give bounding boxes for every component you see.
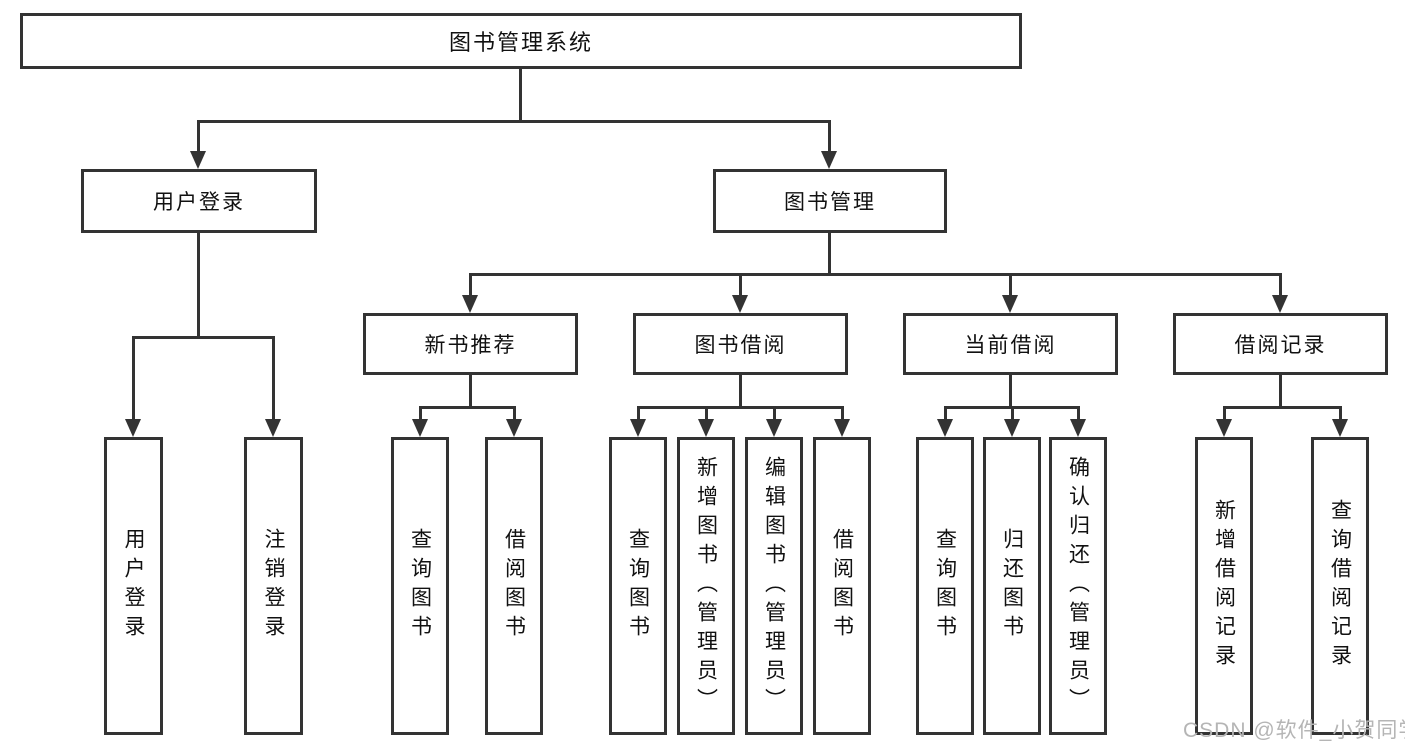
node-current-borrow: 当前借阅 (903, 313, 1118, 375)
node-bb-edit-book-label: 编辑图书（管理员） (762, 455, 786, 717)
node-bb-borrow-book-label: 借阅图书 (830, 528, 854, 644)
node-root: 图书管理系统 (20, 13, 1022, 69)
connector-to-bb-borrow (841, 406, 844, 421)
arrow-to-logout (265, 419, 281, 437)
connector-borrow-records-branch (1223, 406, 1342, 409)
node-nbr-borrow-book-label: 借阅图书 (502, 528, 526, 644)
node-br-add-record: 新增借阅记录 (1195, 437, 1253, 735)
node-cb-confirm-return: 确认归还（管理员） (1049, 437, 1107, 735)
arrow-to-nbr-query (412, 419, 428, 437)
node-bb-query-book-label: 查询图书 (626, 528, 650, 644)
connector-to-bb-query (637, 406, 640, 421)
node-bb-add-book: 新增图书（管理员） (677, 437, 735, 735)
node-cb-return-book: 归还图书 (983, 437, 1041, 735)
node-new-book-rec-label: 新书推荐 (424, 334, 517, 357)
arrow-to-br-query (1332, 419, 1348, 437)
arrow-to-bb-query (630, 419, 646, 437)
connector-to-cb-query (944, 406, 947, 421)
connector-to-book-mgmt (828, 120, 831, 152)
arrow-to-nbr-borrow (506, 419, 522, 437)
arrow-to-book-mgmt (821, 151, 837, 169)
connector-to-borrow-records (1279, 273, 1282, 297)
node-root-label: 图书管理系统 (448, 30, 593, 55)
arrow-to-book-borrow (732, 295, 748, 313)
arrow-to-login (125, 419, 141, 437)
connector-to-user-login (197, 120, 200, 152)
arrow-to-borrow-records (1272, 295, 1288, 313)
node-logout-label: 注销登录 (262, 528, 285, 644)
connector-root-branch (197, 120, 831, 123)
connector-to-bb-add (705, 406, 708, 421)
arrow-to-cb-confirm (1070, 419, 1086, 437)
node-borrow-records-label: 借阅记录 (1234, 334, 1327, 357)
arrow-to-user-login (190, 151, 206, 169)
connector-to-new-book-rec (469, 273, 472, 297)
connector-to-current-borrow (1009, 273, 1012, 297)
node-nbr-query-book-label: 查询图书 (408, 528, 432, 644)
connector-new-book-rec-stem (469, 375, 472, 406)
node-user-login: 用户登录 (81, 169, 317, 233)
node-book-borrow: 图书借阅 (633, 313, 848, 375)
connector-to-login (132, 336, 135, 420)
arrow-to-bb-borrow (834, 419, 850, 437)
connector-user-login-branch (132, 336, 275, 339)
csdn-watermark: CSDN @软件_小贺同学 (1183, 719, 1405, 742)
arrow-to-cb-return (1004, 419, 1020, 437)
connector-new-book-rec-branch (419, 406, 516, 409)
connector-to-br-add (1223, 406, 1226, 421)
node-bb-edit-book: 编辑图书（管理员） (745, 437, 803, 735)
connector-root-stem (519, 69, 522, 120)
node-cb-query-book-label: 查询图书 (933, 528, 957, 644)
arrow-to-current-borrow (1002, 295, 1018, 313)
node-user-login-label: 用户登录 (153, 191, 245, 214)
node-book-borrow-label: 图书借阅 (694, 334, 787, 357)
connector-to-nbr-borrow (513, 406, 516, 421)
connector-user-login-stem (197, 233, 200, 336)
connector-book-borrow-stem (739, 375, 742, 406)
node-nbr-query-book: 查询图书 (391, 437, 449, 735)
node-book-mgmt: 图书管理 (713, 169, 947, 233)
connector-to-bb-edit (773, 406, 776, 421)
node-login: 用户登录 (104, 437, 163, 735)
node-bb-add-book-label: 新增图书（管理员） (694, 455, 718, 717)
arrow-to-bb-add (698, 419, 714, 437)
node-br-query-record: 查询借阅记录 (1311, 437, 1369, 735)
connector-to-cb-confirm (1077, 406, 1080, 421)
node-br-query-record-label: 查询借阅记录 (1328, 499, 1352, 673)
arrow-to-br-add (1216, 419, 1232, 437)
connector-book-mgmt-branch (469, 273, 1282, 276)
connector-to-br-query (1339, 406, 1342, 421)
connector-to-nbr-query (419, 406, 422, 421)
connector-to-book-borrow (739, 273, 742, 297)
node-logout: 注销登录 (244, 437, 303, 735)
connector-current-borrow-stem (1009, 375, 1012, 406)
node-cb-query-book: 查询图书 (916, 437, 974, 735)
connector-borrow-records-stem (1279, 375, 1282, 406)
node-bb-query-book: 查询图书 (609, 437, 667, 735)
node-nbr-borrow-book: 借阅图书 (485, 437, 543, 735)
node-bb-borrow-book: 借阅图书 (813, 437, 871, 735)
node-login-label: 用户登录 (122, 528, 145, 644)
node-borrow-records: 借阅记录 (1173, 313, 1388, 375)
node-book-mgmt-label: 图书管理 (784, 191, 876, 214)
node-new-book-rec: 新书推荐 (363, 313, 578, 375)
arrow-to-bb-edit (766, 419, 782, 437)
node-cb-confirm-return-label: 确认归还（管理员） (1066, 455, 1090, 717)
node-br-add-record-label: 新增借阅记录 (1212, 499, 1236, 673)
connector-to-logout (272, 336, 275, 420)
node-current-borrow-label: 当前借阅 (964, 334, 1057, 357)
connector-to-cb-return (1011, 406, 1014, 421)
node-cb-return-book-label: 归还图书 (1000, 528, 1024, 644)
arrow-to-cb-query (937, 419, 953, 437)
connector-book-mgmt-stem (828, 233, 831, 273)
arrow-to-new-book-rec (462, 295, 478, 313)
connector-book-borrow-branch (637, 406, 844, 409)
